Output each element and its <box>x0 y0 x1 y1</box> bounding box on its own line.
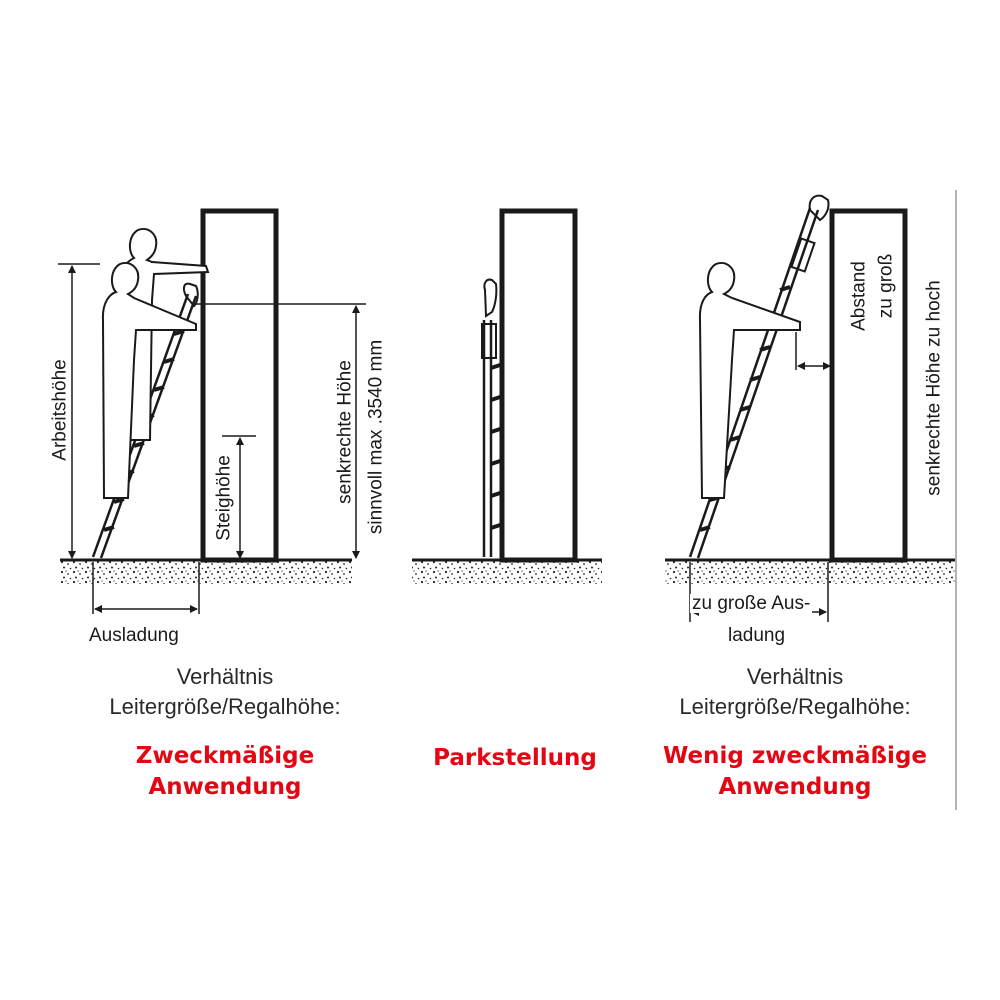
title-left-line1: Zweckmäßige <box>135 743 315 769</box>
shelf-middle <box>499 208 578 563</box>
title-left: Zweckmäßige Anwendung <box>80 741 370 803</box>
title-right: Wenig zweckmäßige Anwendung <box>630 741 960 803</box>
zu-grosse-ausladung-label-1: zu große Aus- <box>690 593 813 614</box>
sinnvoll-max-label: sinnvoll max .3540 mm <box>365 339 387 535</box>
person-right <box>698 262 801 499</box>
caption-left-line2: Leitergröße/Regalhöhe: <box>109 694 341 719</box>
abstand-label: Abstand <box>848 261 870 331</box>
caption-left: Verhältnis Leitergröße/Regalhöhe: <box>60 662 390 722</box>
shelf-left <box>200 208 279 563</box>
panel-middle-drawing <box>412 208 602 584</box>
shelf-right <box>829 208 908 563</box>
senkrechte-hoehe-zu-hoch-label: senkrechte Höhe zu hoch <box>923 280 945 496</box>
steighoehe-label: Steighöhe <box>213 455 235 541</box>
ground-middle <box>412 560 602 584</box>
person-upper-left <box>118 228 210 441</box>
title-right-line1: Wenig zweckmäßige <box>662 743 928 769</box>
caption-right: Verhältnis Leitergröße/Regalhöhe: <box>630 662 960 722</box>
title-middle: Parkstellung <box>410 743 620 774</box>
zu-grosse-ausladung-label-2: ladung <box>728 625 786 646</box>
zu-gross-label: zu groß <box>875 253 897 319</box>
panel-left-drawing <box>58 208 366 614</box>
ladder-middle-parked <box>481 278 501 557</box>
caption-left-line1: Verhältnis <box>176 664 274 689</box>
title-middle-line1: Parkstellung <box>433 745 597 771</box>
title-right-line2: Anwendung <box>718 774 872 800</box>
ground-right <box>665 560 955 584</box>
caption-right-line1: Verhältnis <box>746 664 844 689</box>
person-lower-left <box>101 262 197 499</box>
caption-right-line2: Leitergröße/Regalhöhe: <box>679 694 911 719</box>
ausladung-label: Ausladung <box>89 625 179 646</box>
title-left-line2: Anwendung <box>148 774 302 800</box>
ground-left <box>60 560 352 584</box>
panel-right-drawing <box>665 190 957 810</box>
senkrechte-hoehe-label: senkrechte Höhe <box>334 360 356 504</box>
arbeitshoehe-label: Arbeitshöhe <box>49 359 71 461</box>
